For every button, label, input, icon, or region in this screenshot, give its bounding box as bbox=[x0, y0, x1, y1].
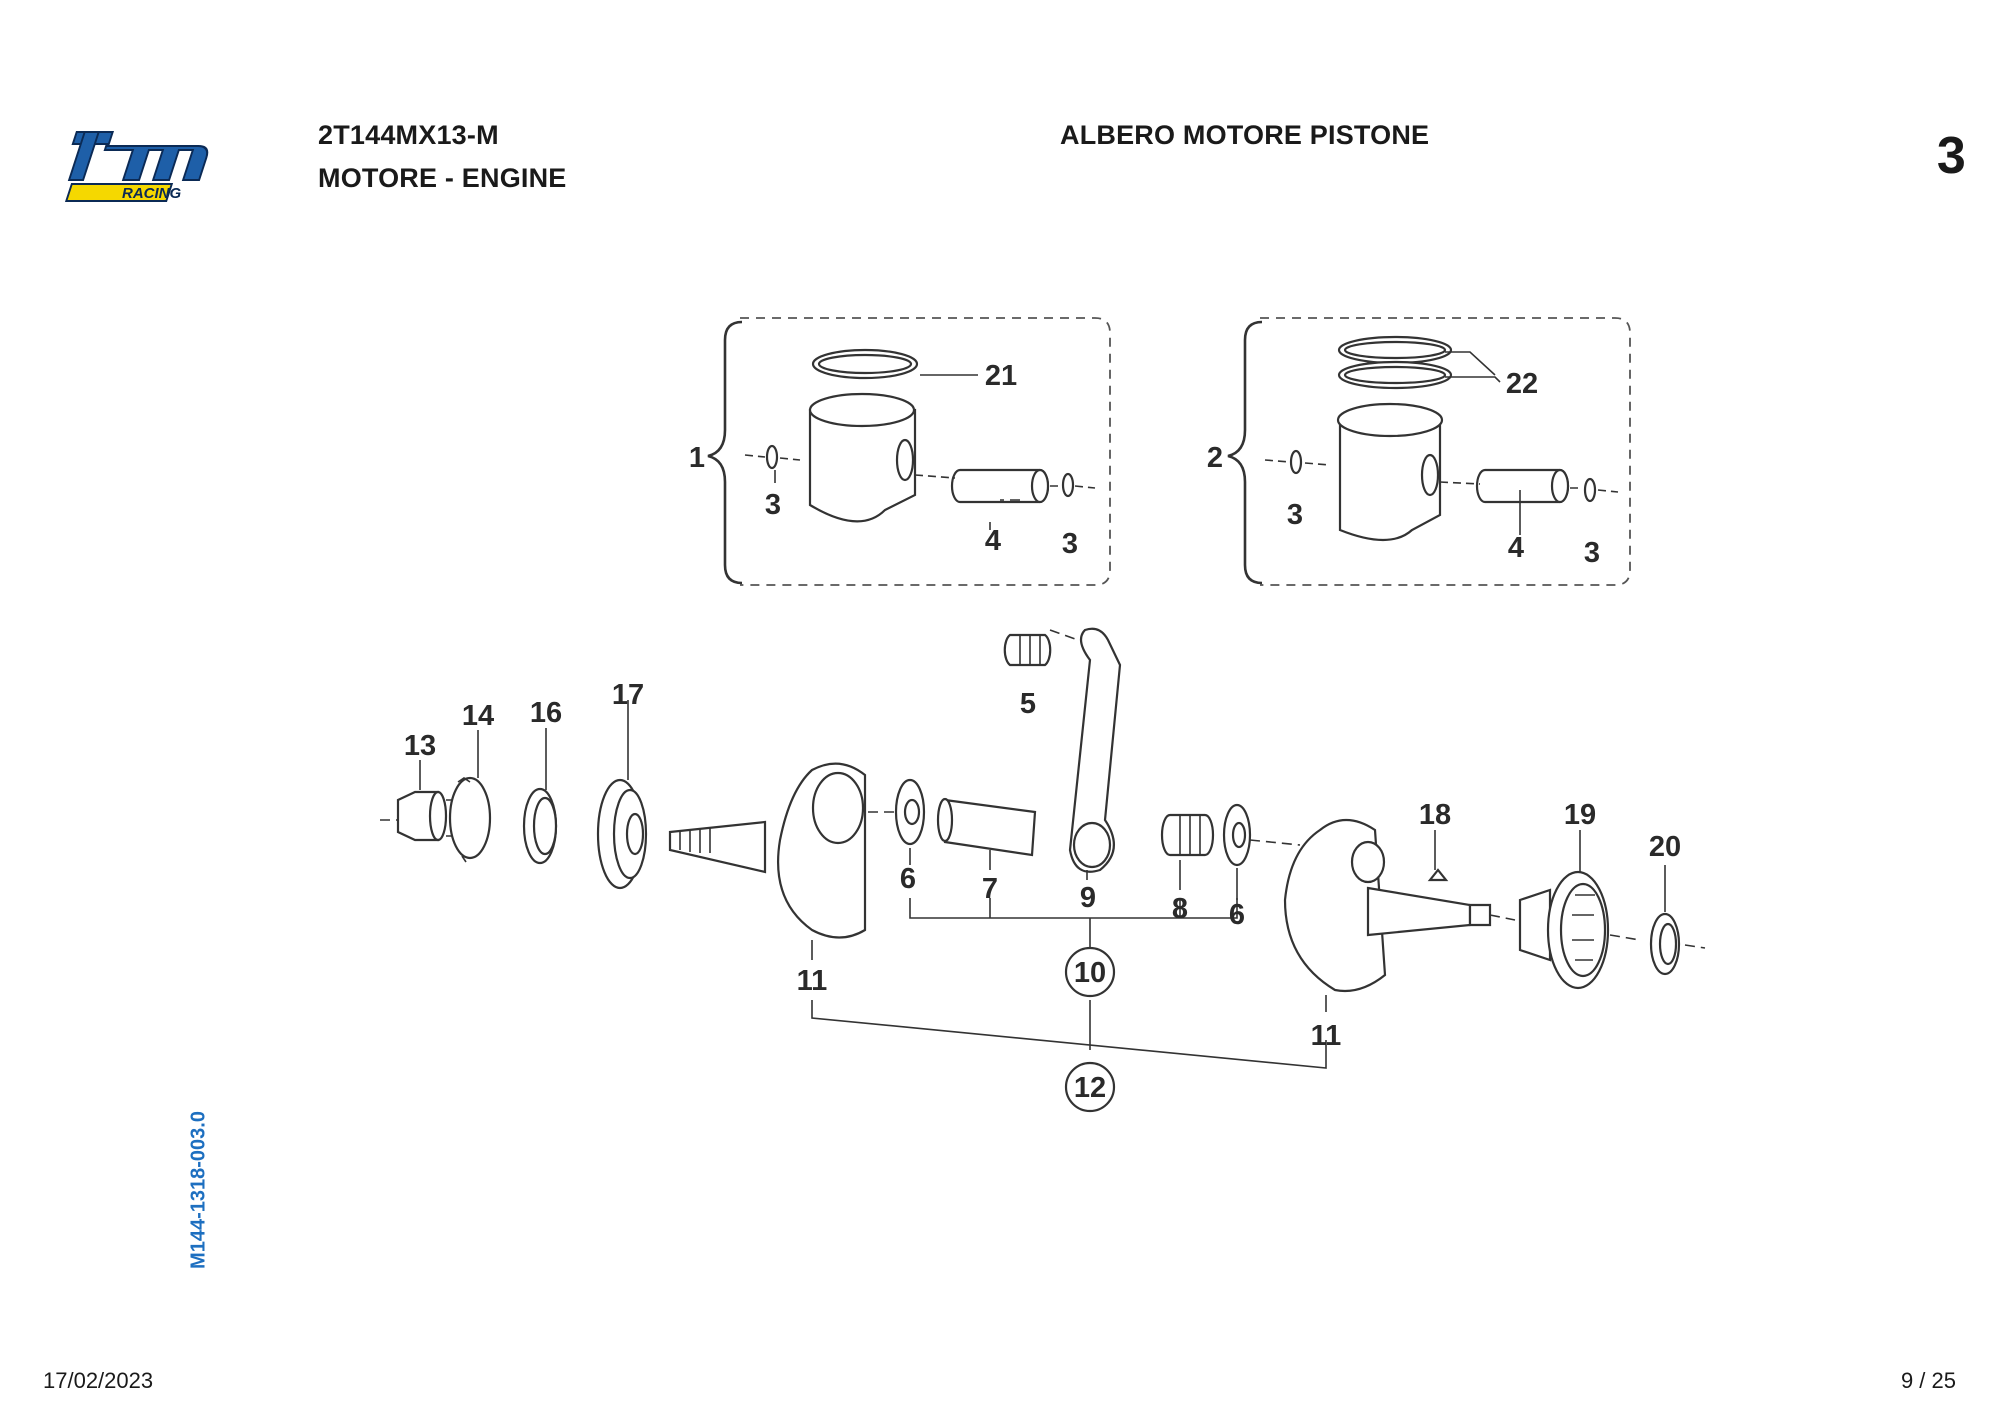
leader-lines bbox=[419, 470, 1666, 1069]
footer-page-number: 9 / 25 bbox=[1900, 1368, 1956, 1393]
callout-14: 14 bbox=[462, 700, 494, 732]
left-side-parts bbox=[396, 776, 767, 890]
callout-2: 2 bbox=[1207, 442, 1223, 474]
brace-1 bbox=[707, 320, 743, 585]
callout-8: 8 bbox=[1172, 893, 1188, 925]
callout-11-a: 11 bbox=[797, 965, 828, 997]
piston-2 bbox=[1264, 335, 1619, 541]
callout-3-c: 3 bbox=[1287, 499, 1303, 531]
callout-22: 22 bbox=[1506, 368, 1538, 400]
callout-17: 17 bbox=[612, 679, 644, 711]
page-title: ALBERO MOTORE PISTONE bbox=[1060, 120, 1430, 150]
callout-circle-12 bbox=[1064, 1061, 1116, 1113]
callout-19: 19 bbox=[1564, 799, 1596, 831]
callout-1: 1 bbox=[689, 442, 705, 474]
brace-2 bbox=[1227, 320, 1263, 585]
callout-21: 21 bbox=[985, 360, 1017, 392]
callout-5: 5 bbox=[1020, 688, 1036, 720]
callout-16: 16 bbox=[530, 697, 562, 729]
piston-kit-1-box bbox=[740, 317, 1111, 586]
section-title: MOTORE - ENGINE bbox=[318, 163, 567, 193]
callout-20: 20 bbox=[1649, 831, 1681, 863]
callout-18: 18 bbox=[1419, 799, 1451, 831]
callout-6-b: 6 bbox=[1229, 899, 1245, 931]
callout-3-d: 3 bbox=[1584, 537, 1600, 569]
model-code: 2T144MX13-M bbox=[318, 120, 499, 150]
callout-3-a: 3 bbox=[765, 489, 781, 521]
callout-circle-10 bbox=[1064, 946, 1116, 998]
callout-11-b: 11 bbox=[1311, 1020, 1342, 1052]
footer-date: 17/02/2023 bbox=[43, 1368, 154, 1393]
callout-4-a: 4 bbox=[985, 525, 1001, 557]
piston-1 bbox=[744, 348, 1096, 523]
woodruff-key bbox=[1427, 868, 1449, 882]
right-side-parts bbox=[1518, 870, 1681, 990]
callout-7: 7 bbox=[982, 873, 998, 905]
callout-10: 10 bbox=[1074, 957, 1106, 989]
table-number: 3 bbox=[1936, 127, 1966, 185]
logo-racing-text: RACING bbox=[122, 185, 181, 202]
piston-kit-2-box bbox=[1260, 317, 1631, 586]
crank-shaft-right bbox=[1366, 886, 1472, 937]
callout-6-a: 6 bbox=[900, 863, 916, 895]
center-parts bbox=[894, 627, 1252, 873]
tm-racing-logo: RACING bbox=[64, 131, 209, 202]
callout-13: 13 bbox=[404, 730, 436, 762]
callout-3-b: 3 bbox=[1062, 528, 1078, 560]
callout-labels: 1 2 3 3 3 3 4 4 5 6 6 7 8 9 10 11 11 12 … bbox=[404, 360, 1681, 1104]
callout-12: 12 bbox=[1074, 1072, 1106, 1104]
callout-4-b: 4 bbox=[1508, 532, 1524, 564]
callout-9: 9 bbox=[1080, 882, 1096, 914]
